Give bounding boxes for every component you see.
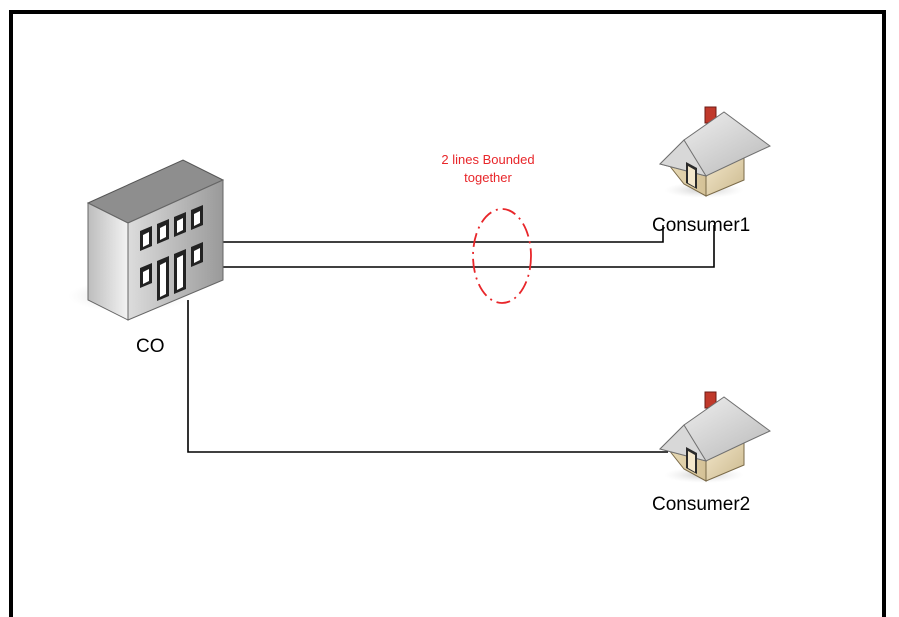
office-building-icon [68,160,223,320]
bonding-annotation-line2: together [408,169,568,187]
consumer1-label: Consumer1 [652,216,750,235]
bonding-ellipse [473,209,531,303]
house-icon [660,392,770,483]
line-co-consumer1-a [222,225,663,242]
bonding-annotation: 2 lines Bounded together [408,151,568,187]
line-co-consumer1-b [222,225,714,267]
co-label: CO [136,337,165,356]
line-co-consumer2 [188,300,668,452]
bonding-annotation-line1: 2 lines Bounded [408,151,568,169]
house-icon [660,107,770,198]
consumer2-label: Consumer2 [652,495,750,514]
